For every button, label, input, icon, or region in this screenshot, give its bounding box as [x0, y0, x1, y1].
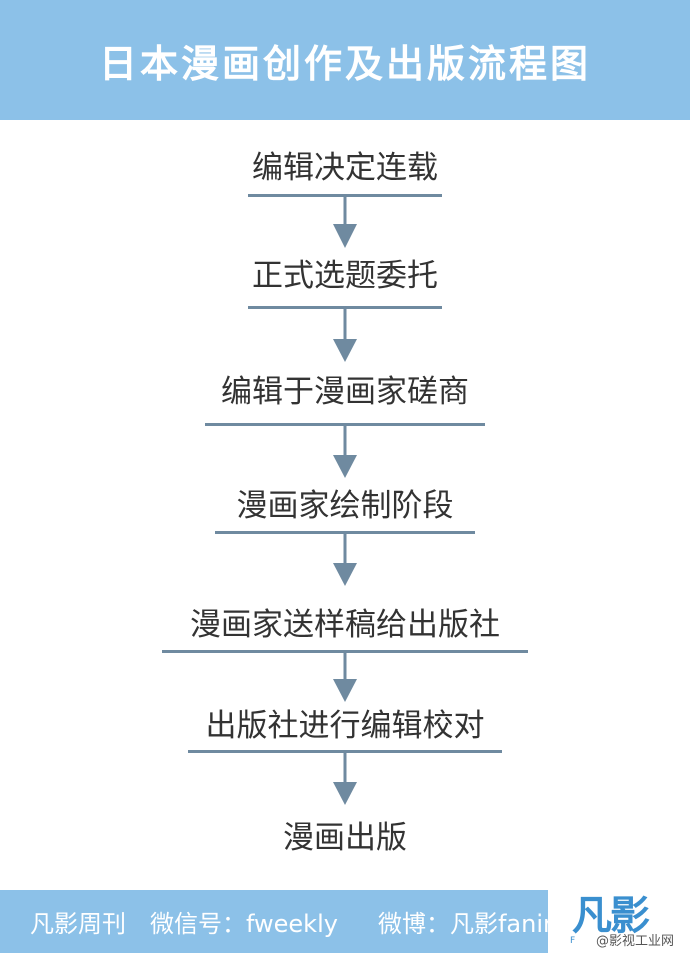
arrow-4-5 — [333, 534, 357, 586]
step-2-underline — [248, 306, 442, 309]
footer-weibo: 微博：凡影fanink — [377, 910, 573, 938]
page-title: 日本漫画创作及出版流程图 — [98, 41, 591, 86]
brand-logo: 凡影 F — [560, 892, 690, 953]
arrow-1-2 — [333, 197, 357, 248]
step-6-underline — [188, 750, 502, 753]
step-7-label: 漫画出版 — [283, 820, 407, 856]
footer-publication: 凡影周刊 — [30, 910, 126, 938]
step-4-underline — [215, 531, 475, 534]
footer-wechat: 微信号：fweekly — [150, 910, 338, 938]
step-3-label: 编辑于漫画家磋商 — [221, 374, 469, 410]
step-5-label: 漫画家送样稿给出版社 — [190, 607, 500, 643]
step-1-underline — [248, 194, 442, 197]
step-6-label: 出版社进行编辑校对 — [205, 708, 485, 744]
logo-wordmark: 凡影 — [572, 893, 650, 939]
arrow-2-3 — [333, 309, 357, 362]
arrow-3-4 — [333, 426, 357, 478]
footer-bar: 凡影周刊 微信号：fweekly 微博：凡影fanink — [0, 890, 572, 953]
step-3-underline — [205, 423, 485, 426]
watermark-text: @影视工业网 — [596, 934, 675, 949]
step-2-label: 正式选题委托 — [252, 258, 438, 294]
step-4-label: 漫画家绘制阶段 — [236, 488, 454, 524]
header-banner: 日本漫画创作及出版流程图 — [0, 0, 690, 120]
arrow-5-6 — [333, 653, 357, 702]
step-1-label: 编辑决定连载 — [252, 150, 438, 186]
arrow-6-7 — [333, 753, 357, 805]
step-5-underline — [162, 650, 528, 653]
logo-letter: F — [570, 936, 578, 946]
